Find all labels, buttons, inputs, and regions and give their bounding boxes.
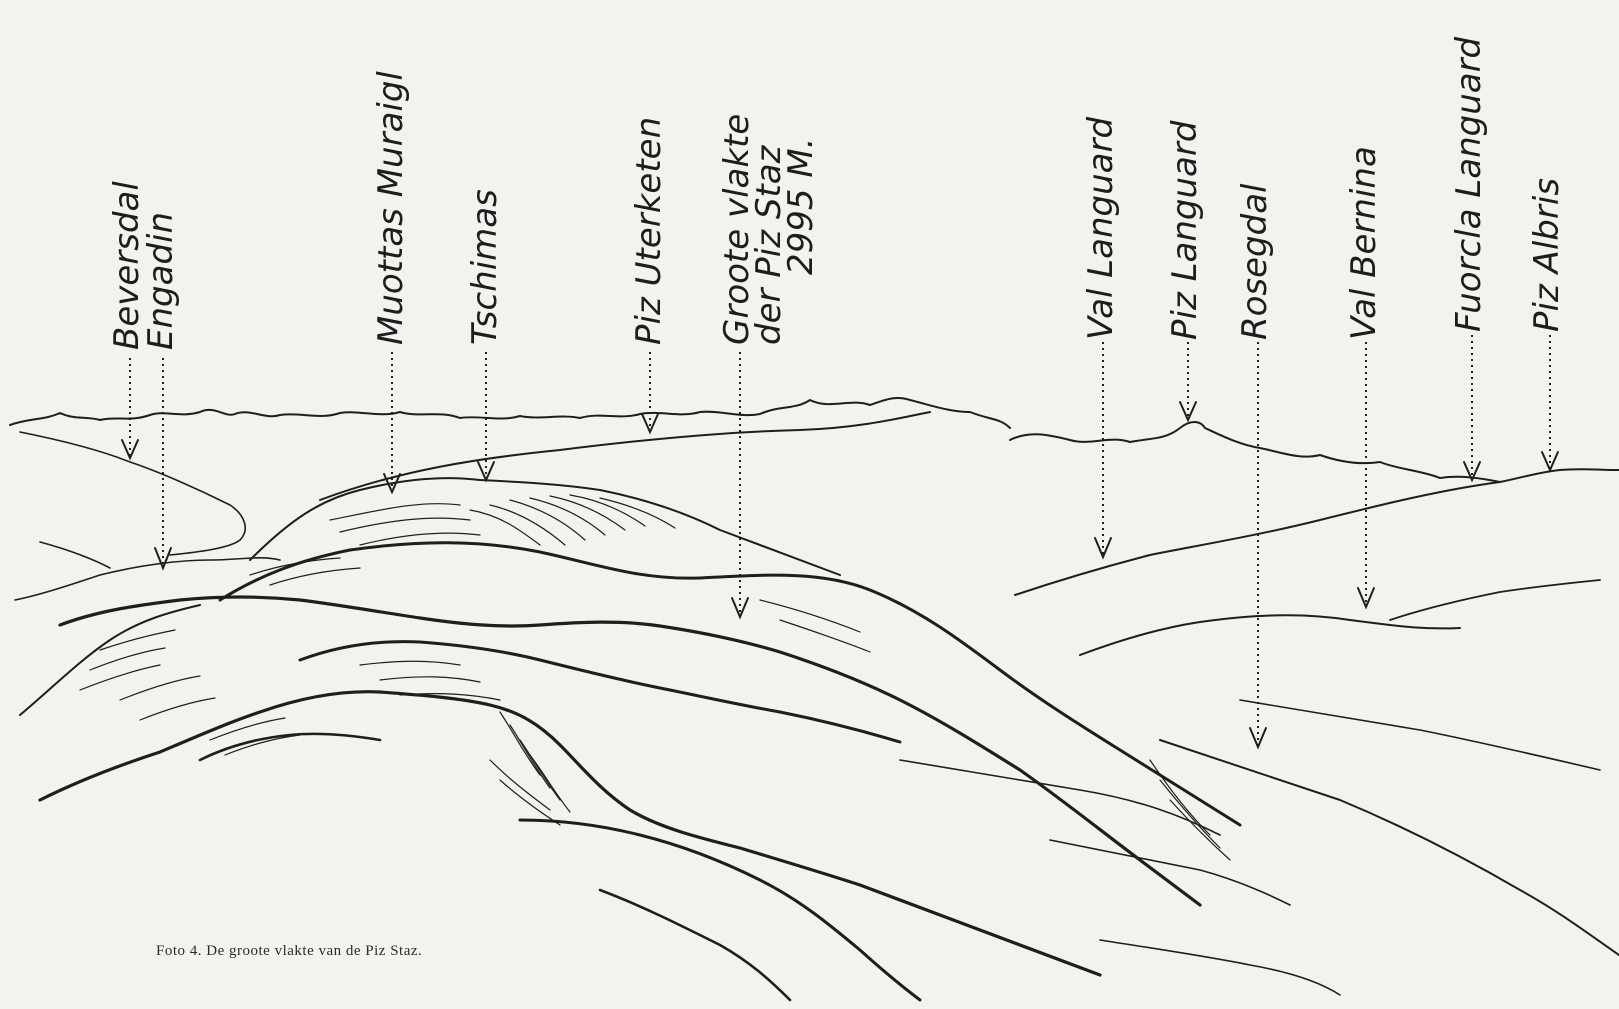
mountain-ridges [10, 398, 1619, 1000]
hatching [80, 495, 1230, 860]
label-piz-languard: Piz Languard [1165, 120, 1205, 340]
central-dome-ridge [220, 543, 1240, 825]
label-fuorcla-languard: Fuorcla Languard [1449, 36, 1489, 332]
label-beversdal: Beversdal Engadin [107, 170, 181, 350]
arrow-muottas-muraigl [384, 352, 400, 492]
place-labels: Beversdal Engadin Muottas Muraigl Tschim… [107, 36, 1567, 350]
label-muottas-muraigl: Muottas Muraigl [371, 71, 411, 345]
arrow-beversdal [122, 358, 138, 458]
tschimas-ridge [320, 412, 930, 500]
label-piz-albris: Piz Albris [1527, 178, 1567, 332]
mid-left-slope [20, 605, 200, 715]
arrow-engadin [155, 358, 171, 568]
label-piz-uterketen: Piz Uterketen [629, 117, 669, 345]
left-small-slope [40, 542, 110, 568]
horizon-ridge-right [1010, 422, 1619, 482]
lower-ridge [40, 692, 1100, 975]
label-groote-vlakte: Groote vlakte der Piz Staz 2995 M. [717, 103, 821, 345]
arrow-rosegdal [1250, 342, 1266, 747]
label-tschimas: Tschimas [465, 189, 505, 345]
arrow-val-languard [1095, 342, 1111, 557]
engadin-valley-floor [15, 558, 280, 600]
right-mid-line [1240, 700, 1600, 770]
label-val-bernina: Val Bernina [1344, 146, 1384, 340]
rosegdal-slope [1080, 615, 1460, 655]
arrow-val-bernina [1358, 342, 1374, 607]
pointer-arrows [122, 335, 1558, 747]
right-foreground-line-2 [1050, 840, 1290, 905]
label-val-languard: Val Languard [1081, 117, 1121, 340]
horizon-ridge-left [10, 398, 1010, 428]
figure-caption: Foto 4. De groote vlakte van de Piz Staz… [156, 943, 422, 960]
bottom-foreground-ridge [520, 820, 920, 1000]
arrow-piz-uterketen [642, 352, 658, 432]
bottom-center-line [600, 890, 790, 1000]
right-long-slope [1160, 740, 1619, 955]
arrow-fuorcla-languard [1464, 335, 1480, 480]
lower-foreground-slope [200, 734, 380, 760]
main-foreground-ridge [60, 597, 1200, 905]
bernina-slope [1390, 580, 1600, 620]
arrow-piz-albris [1542, 335, 1558, 470]
right-foreground-line-3 [1100, 940, 1340, 995]
arrow-piz-languard [1180, 342, 1196, 420]
label-rosegdal: Rosegdal [1235, 183, 1275, 340]
